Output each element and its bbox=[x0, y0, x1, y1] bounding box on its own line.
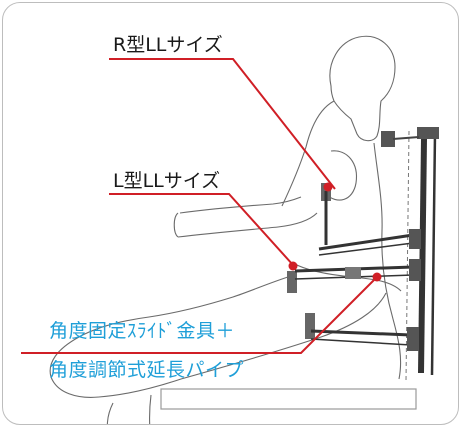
label-slide-line1: 角度固定ｽﾗｲﾄﾞ金具＋ bbox=[49, 320, 236, 342]
diagram-frame bbox=[2, 2, 459, 425]
angle-extension-pipe bbox=[305, 313, 419, 351]
leader-dots bbox=[288, 182, 382, 282]
seat-base bbox=[160, 388, 417, 410]
leader-lines bbox=[21, 58, 378, 354]
dot-l-type bbox=[288, 261, 298, 271]
leader-slide-pipe bbox=[21, 276, 378, 354]
leader-l-type bbox=[109, 193, 294, 266]
backrest-rail bbox=[381, 127, 439, 382]
label-l-type: L型LLサイズ bbox=[113, 170, 221, 192]
diagram-canvas bbox=[21, 35, 439, 424]
leader-r-type bbox=[109, 58, 336, 190]
l-type-slide-armrest bbox=[287, 259, 421, 293]
dot-slide-pipe bbox=[372, 272, 382, 282]
label-r-type: R型LLサイズ bbox=[113, 34, 223, 56]
r-type-armrest bbox=[318, 183, 421, 256]
label-slide-line2: 角度調節式延長パイプ bbox=[49, 359, 245, 381]
dot-r-type bbox=[323, 182, 333, 192]
